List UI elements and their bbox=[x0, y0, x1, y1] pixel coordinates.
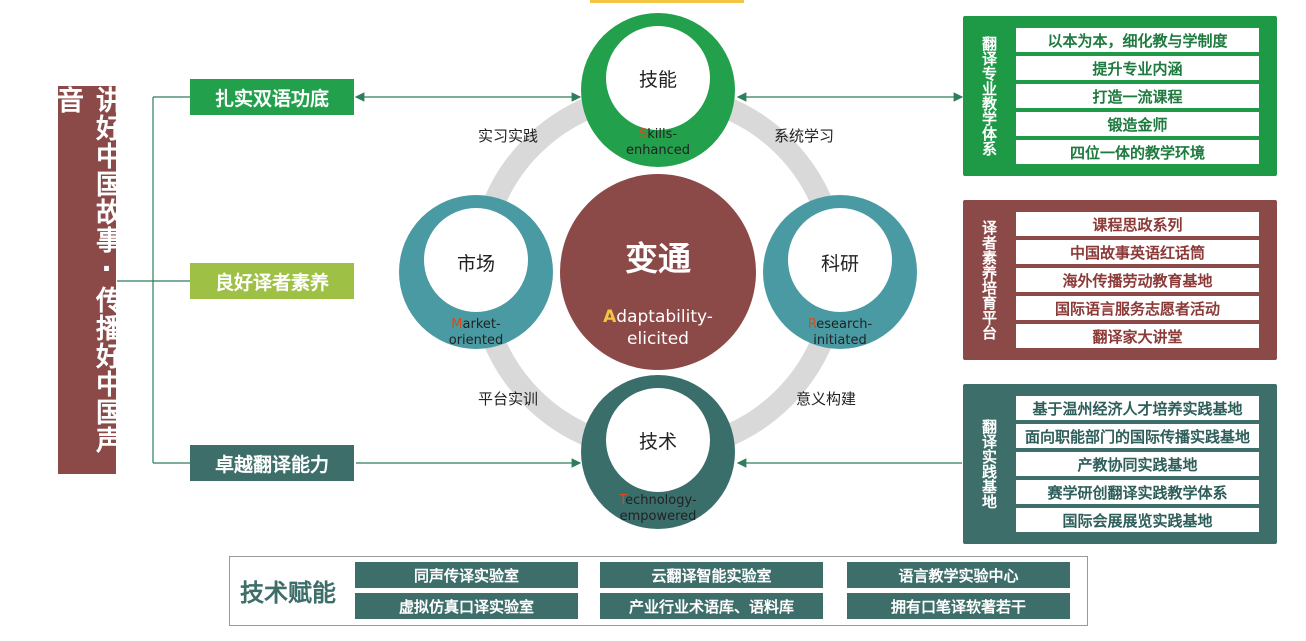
panel2-item: 国际语言服务志愿者活动 bbox=[1016, 296, 1259, 320]
panel-practice-base: 翻译实践基地 基于温州经济人才培养实践基地 面向职能部门的国际传播实践基地 产教… bbox=[963, 384, 1277, 544]
panel-translator-quality: 译者素养培育平台 课程思政系列 中国故事英语红话筒 海外传播劳动教育基地 国际语… bbox=[963, 200, 1277, 360]
research-sub: Research-initiated bbox=[807, 317, 873, 348]
panel2-item: 中国故事英语红话筒 bbox=[1016, 240, 1259, 264]
tech-cell: 拥有口笔译软著若干 bbox=[847, 593, 1070, 619]
tech-title: 技术赋能 bbox=[240, 579, 336, 607]
tech-cell: 语言教学实验中心 bbox=[847, 562, 1070, 588]
panel2-item: 课程思政系列 bbox=[1016, 212, 1259, 236]
panel1-item: 提升专业内涵 bbox=[1016, 56, 1259, 80]
edge-label-meaning-construction: 意义构建 bbox=[796, 390, 857, 408]
panel3-item: 基于温州经济人才培养实践基地 bbox=[1016, 396, 1259, 420]
panel3-item: 产教协同实践基地 bbox=[1016, 452, 1259, 476]
edge-label-internship: 实习实践 bbox=[478, 127, 539, 145]
panel2-item: 翻译家大讲堂 bbox=[1016, 324, 1259, 348]
skills-sub: Skills-enhanced bbox=[625, 127, 691, 158]
tech-cell: 云翻译智能实验室 bbox=[600, 562, 823, 588]
panel2-item: 海外传播劳动教育基地 bbox=[1016, 268, 1259, 292]
panel-teaching-system: 翻译专业教学体系 以本为本，细化教与学制度 提升专业内涵 打造一流课程 锻造金师… bbox=[963, 16, 1277, 176]
center-core: 变通 Adaptability-elicited bbox=[560, 174, 756, 370]
technology-sub: Technology-empowered bbox=[619, 493, 697, 524]
left-title: 讲好中国故事·传播好中国声音 bbox=[52, 86, 122, 474]
tech-cell: 产业行业术语库、语料库 bbox=[600, 593, 823, 619]
center-title: 变通 bbox=[625, 239, 691, 278]
edge-label-platform-training: 平台实训 bbox=[478, 390, 539, 408]
tag-bilingual: 扎实双语功底 bbox=[190, 79, 354, 115]
panel3-item: 赛学研创翻译实践教学体系 bbox=[1016, 480, 1259, 504]
tech-cell: 虚拟仿真口译实验室 bbox=[355, 593, 578, 619]
panel1-item: 以本为本，细化教与学制度 bbox=[1016, 28, 1259, 52]
panel1-item: 锻造金师 bbox=[1016, 112, 1259, 136]
circle-technology: 技术 Technology-empowered bbox=[581, 375, 735, 529]
panel1-item: 四位一体的教学环境 bbox=[1016, 140, 1259, 164]
circle-market: 市场 Market-oriented bbox=[399, 195, 553, 349]
tech-cell: 同声传译实验室 bbox=[355, 562, 578, 588]
panel1-item: 打造一流课程 bbox=[1016, 84, 1259, 108]
center-sub: Adaptability-elicited bbox=[603, 307, 713, 349]
edge-label-systematic-study: 系统学习 bbox=[774, 127, 835, 145]
market-sub: Market-oriented bbox=[448, 317, 504, 348]
circle-research: 科研 Research-initiated bbox=[763, 195, 917, 349]
tech-empowerment-box: 技术赋能 同声传译实验室 云翻译智能实验室 语言教学实验中心 虚拟仿真口译实验室… bbox=[229, 556, 1088, 626]
panel3-item: 面向职能部门的国际传播实践基地 bbox=[1016, 424, 1259, 448]
panel3-item: 国际会展展览实践基地 bbox=[1016, 508, 1259, 532]
tag-translation-ability: 卓越翻译能力 bbox=[190, 445, 354, 481]
circle-skills: 技能 Skills-enhanced bbox=[581, 13, 735, 167]
tag-translator-quality: 良好译者素养 bbox=[190, 263, 354, 299]
center-circle bbox=[560, 174, 756, 370]
